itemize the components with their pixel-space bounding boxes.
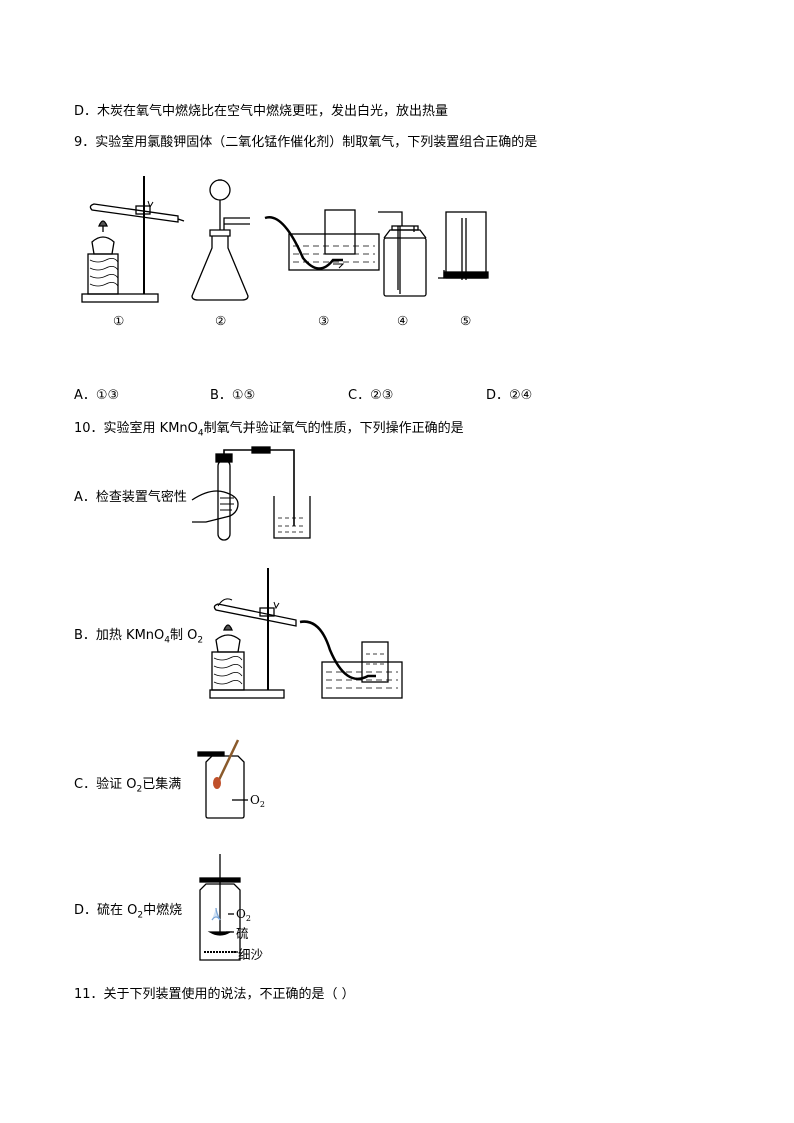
- q9-option-b: B．①⑤: [210, 388, 256, 403]
- q9-option-c: C．②③: [348, 388, 394, 403]
- q9-option-a: A．①③: [74, 388, 120, 403]
- apparatus-5-inverted-jar: [438, 211, 489, 280]
- apparatus-3-water-trough: [264, 209, 380, 271]
- kmno4-heating-figure: [209, 568, 403, 699]
- apparatus-4-bottle: [378, 211, 427, 297]
- fig-label-1: ①: [113, 313, 125, 328]
- q11-stem: 11．关于下列装置使用的说法，不正确的是（ ）: [74, 987, 355, 1002]
- apparatus-2-flask: [191, 179, 250, 301]
- fig-label-5: ⑤: [460, 313, 472, 328]
- fig-label-2: ②: [215, 313, 227, 328]
- gas-label-o2-d: O2: [236, 907, 251, 923]
- q9-apparatus-figure: [81, 176, 489, 303]
- q10-option-a: A．检查装置气密性: [74, 490, 187, 505]
- oxygen-full-check-figure: O2: [197, 739, 265, 819]
- q8-option-d: D．木炭在氧气中燃烧比在空气中燃烧更旺，发出白光，放出热量: [74, 104, 449, 119]
- label-sulfur: 硫: [236, 926, 249, 941]
- q10-option-d: D．硫在 O2中燃烧: [74, 903, 183, 921]
- q10-option-c: C．验证 O2已集满: [74, 777, 182, 795]
- q10-option-b: B．加热 KMnO4制 O2: [74, 628, 204, 646]
- airtightness-check-figure: [191, 446, 311, 541]
- sulfur-combustion-figure: O2: [199, 854, 251, 961]
- q9-stem: 9．实验室用氯酸钾固体（二氧化锰作催化剂）制取氧气，下列装置组合正确的是: [74, 135, 538, 150]
- label-fine-sand: 细沙: [238, 947, 264, 962]
- q9-option-d: D．②④: [486, 388, 533, 403]
- fig-label-3: ③: [318, 313, 330, 328]
- q10-stem: 10．实验室用 KMnO4制氧气并验证氧气的性质，下列操作正确的是: [74, 421, 464, 439]
- apparatus-1-heating: [81, 176, 185, 303]
- gas-label-o2: O2: [250, 793, 265, 809]
- fig-label-4: ④: [397, 313, 409, 328]
